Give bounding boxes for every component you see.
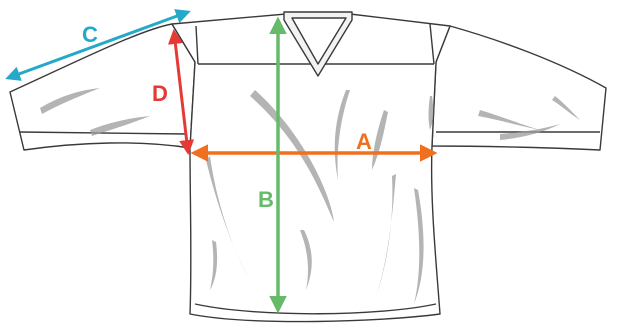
measure-c-label: C — [82, 22, 98, 47]
measure-c-arrow — [5, 9, 191, 81]
fold-shadows — [40, 88, 580, 304]
measure-b-label: B — [258, 187, 274, 212]
right-shoulder-seam — [429, 23, 435, 65]
v-neck-inner — [291, 17, 347, 65]
left-sleeve-cuff — [19, 131, 187, 135]
measure-d-arrow — [167, 29, 195, 155]
measure-a-label: A — [356, 129, 372, 154]
measure-d-label: D — [152, 81, 168, 106]
bottom-hem — [194, 303, 437, 315]
left-shoulder-seam — [195, 25, 199, 65]
right-sleeve — [431, 25, 607, 151]
